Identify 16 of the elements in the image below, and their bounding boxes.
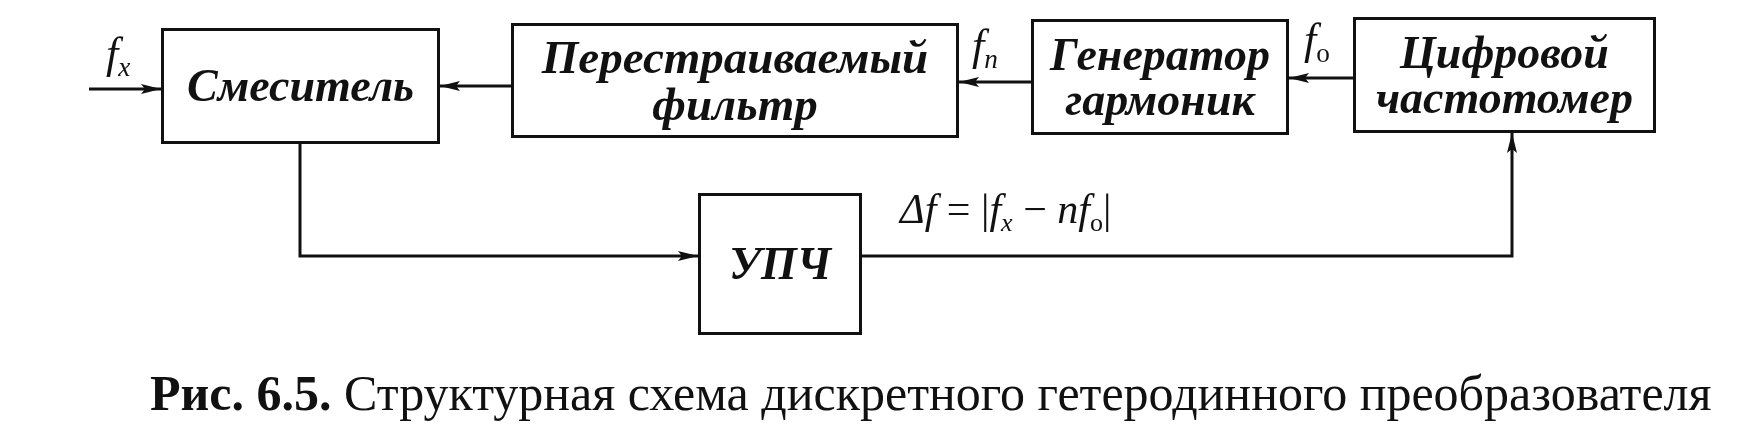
process-box [1353,17,1656,133]
process-box [1031,19,1289,135]
figure-caption: Рис. 6.5. Структурная схема дискретного гетеродинного преобразователя [150,366,1712,421]
arrow [440,81,511,91]
block-title: Цифровой частотомер [1374,29,1635,121]
process-box [511,23,959,138]
process-box [698,193,862,335]
block-title: УПЧ [728,241,832,287]
process-box [161,28,440,144]
arrow [862,133,1517,258]
block-title: Генератор гармоник [1048,31,1271,123]
arrow [298,144,698,261]
arrow [89,84,161,94]
block-title: Смеситель [186,63,415,109]
arrow [1289,73,1353,83]
arrow [959,77,1031,87]
